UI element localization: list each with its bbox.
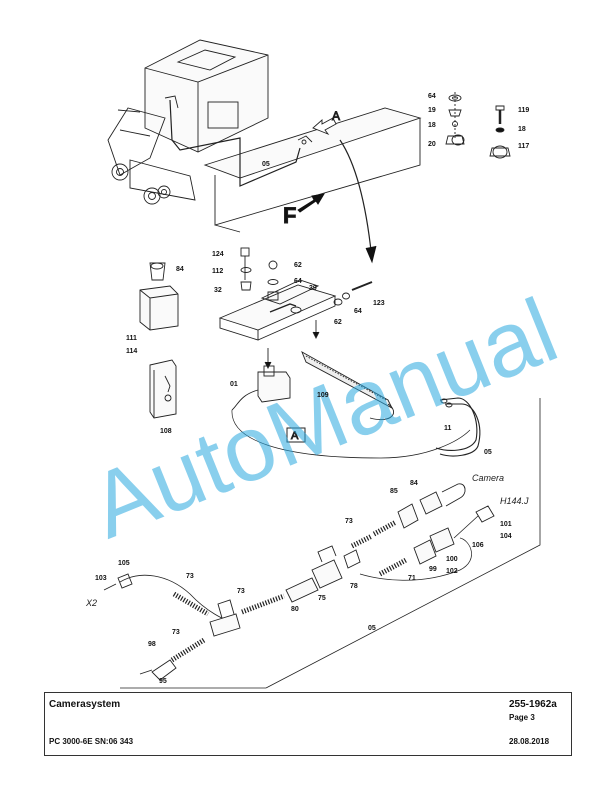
part-label: 64	[354, 308, 362, 315]
part-label: 75	[318, 595, 326, 602]
part-label: 114	[126, 348, 137, 355]
part-label: 108	[160, 428, 172, 435]
part-label: 104	[500, 533, 512, 540]
bracket-assembly	[218, 247, 373, 370]
part-label: 19	[428, 107, 436, 114]
part-label: 62	[294, 262, 302, 269]
part-label: 84	[410, 480, 418, 487]
part-label: 105	[118, 560, 130, 567]
light-bar	[301, 350, 394, 420]
part-label: 73	[172, 629, 180, 636]
svg-text:A: A	[332, 109, 340, 123]
part-label: 64	[428, 93, 436, 100]
part-label: 95	[159, 678, 167, 685]
part-label: 102	[446, 568, 458, 575]
cable-harness	[103, 483, 495, 681]
part-label: 62	[334, 319, 342, 326]
document-date: 28.08.2018	[509, 737, 550, 746]
connector-label: H144.J	[500, 496, 529, 506]
part-label: 112	[212, 268, 223, 275]
part-label: 73	[237, 588, 245, 595]
document-number: 255-1962a	[509, 699, 557, 710]
part-label: 111	[126, 335, 137, 342]
view-arrow-a: A	[297, 109, 340, 145]
part-label: 18	[428, 122, 436, 129]
machine-frame	[107, 39, 422, 233]
part-label: 123	[373, 300, 385, 307]
part-label: 05	[368, 625, 376, 632]
connector-label: X2	[85, 598, 97, 608]
part-label: 64	[294, 278, 302, 285]
part-label: 117	[518, 143, 529, 150]
part-label: 85	[390, 488, 398, 495]
page-number: Page 3	[509, 713, 535, 722]
part-label: 18	[518, 126, 526, 133]
part-label: 71	[408, 575, 416, 582]
part-label: 100	[446, 556, 458, 563]
part-label: 01	[230, 381, 238, 388]
part-label: 05	[262, 161, 270, 168]
part-label: 73	[345, 518, 353, 525]
part-label: 98	[148, 641, 156, 648]
part-label: 119	[518, 107, 529, 114]
guide-line-right	[120, 398, 541, 689]
document-title: Camerasystem	[49, 699, 121, 710]
svg-text:A: A	[291, 430, 299, 442]
part-label: 109	[317, 392, 329, 399]
part-label: 84	[176, 266, 184, 273]
part-label: 11	[444, 425, 452, 432]
part-label: 99	[429, 566, 437, 573]
part-label: 78	[350, 583, 358, 590]
part-label: 73	[186, 573, 194, 580]
machine-serial: PC 3000-6E SN:06 343	[49, 737, 134, 746]
part-label: 80	[291, 606, 299, 613]
part-label: 20	[428, 141, 436, 148]
part-label: 124	[212, 251, 224, 258]
svg-text:F: F	[283, 203, 296, 228]
part-label: 05	[484, 449, 492, 456]
part-label: 106	[472, 542, 484, 549]
relay	[139, 262, 179, 331]
part-label: 103	[95, 575, 107, 582]
connector-label: Camera	[472, 473, 504, 483]
part-label: 101	[500, 521, 512, 528]
cable-loop	[435, 397, 481, 457]
relay-socket	[149, 359, 177, 419]
guide-curve	[339, 139, 373, 261]
title-block: Camerasystem 255-1962a Page 3 PC 3000-6E…	[44, 692, 572, 756]
part-label: 32	[214, 287, 222, 294]
direction-arrow-f: F	[283, 193, 325, 228]
part-label: 39	[309, 285, 317, 292]
fastener-detail	[445, 92, 511, 159]
camera-unit: A	[231, 365, 471, 459]
